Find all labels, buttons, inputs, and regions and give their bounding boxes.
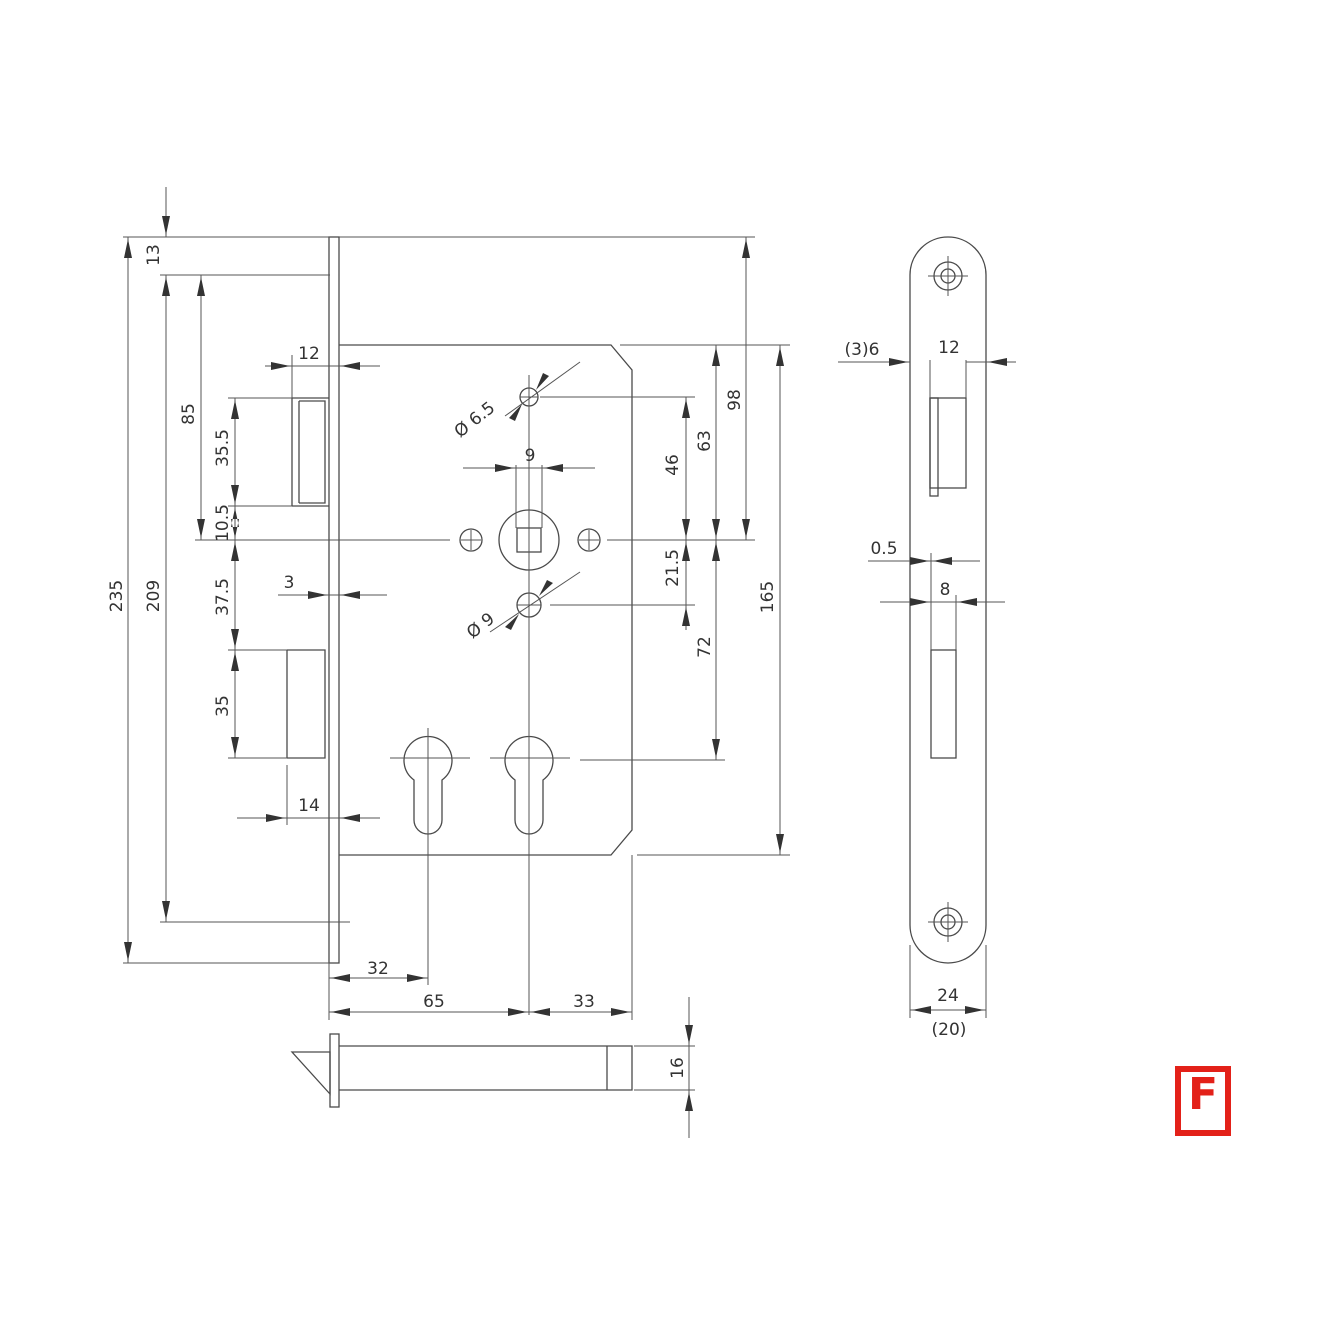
dim-35: 35 [213,695,233,717]
dim-63: 63 [695,430,715,452]
dim-3: 3 [284,573,295,593]
lock-body-view [286,236,633,1015]
dim-37-5: 37.5 [213,578,233,616]
dim-85: 85 [179,403,199,425]
dim-46: 46 [663,454,683,476]
dimension-lines [124,187,784,1016]
dim-10-5: 10.5 [213,504,233,542]
dim-phi-9: Ø 9 [463,609,499,643]
latch-slot [929,397,967,489]
cylinder-hole-right [504,735,554,835]
latch-bolt-view [290,997,695,1138]
dim-209: 209 [144,580,164,612]
brand-logo: F [1175,1066,1231,1136]
dim-65: 65 [423,992,445,1012]
dim-12-backset: 12 [298,344,320,364]
dim-21-5: 21.5 [663,549,683,587]
dim-32: 32 [367,959,389,979]
dim-35-5: 35.5 [213,429,233,467]
dim-8: 8 [940,580,951,600]
forend-plate [328,236,340,964]
lock-case [339,344,633,856]
dim-phi-6-5: Ø 6.5 [451,398,499,442]
dim-0-5: 0.5 [870,539,897,559]
dim-165: 165 [758,581,778,613]
dim-235: 235 [107,580,127,612]
dim-16: 16 [668,1057,688,1079]
faceplate-view [838,236,1016,1018]
dim-33: 33 [573,992,595,1012]
dim-9-square: 9 [525,446,536,466]
brand-logo-inner [1181,1072,1225,1130]
cylinder-hole-left [403,735,453,835]
extension-lines [123,236,790,1020]
dim-20: (20) [932,1020,967,1040]
dim-72: 72 [695,636,715,658]
dim-12-face: 12 [938,338,960,358]
dim-13: 13 [144,244,164,266]
dim-14: 14 [298,796,320,816]
dim-24: 24 [937,986,959,1006]
bolt-opening [286,649,326,759]
fixing-hole-right [577,528,601,552]
brand-logo-letter: F [1187,1069,1219,1120]
dim-98: 98 [725,389,745,411]
dim-3-6: (3)6 [845,340,880,360]
fixing-hole-left [459,528,483,552]
faceplate-outline [909,236,987,964]
bolt-slot [930,649,957,759]
latch-opening [291,397,329,507]
